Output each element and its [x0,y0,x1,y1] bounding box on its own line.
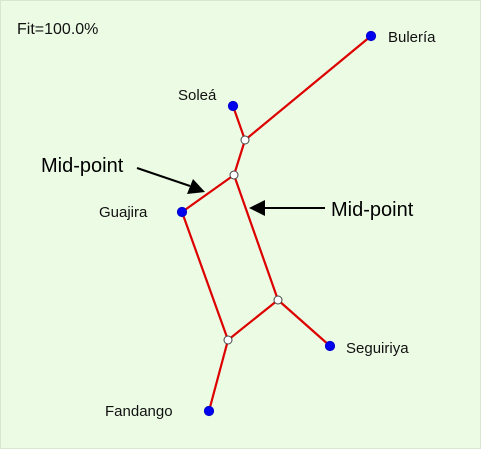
internal-node-upper [240,135,250,145]
midpoint-right-arrowhead [249,200,265,216]
edge-upper-connector [232,138,247,177]
taxon-node-fandango [203,405,215,417]
taxon-labels: Bulería Soleá Guajira Seguiriya Fandango [99,29,436,420]
taxon-label-solea: Soleá [178,87,217,104]
internal-node-midpoint-right [273,295,283,305]
taxon-label-buleria: Bulería [388,29,436,46]
midpoint-left-label: Mid-point [41,155,124,177]
taxon-node-buleria [365,30,377,42]
edge-lower-connector [226,298,280,342]
taxon-nodes [176,30,377,417]
edge-solea-branch [231,104,247,142]
edge-guajira-connector [180,173,236,214]
taxon-label-guajira: Guajira [99,204,148,221]
taxon-node-guajira [176,206,188,218]
taxon-node-seguiriya [324,340,336,352]
edge-left-split [180,210,230,342]
internal-nodes [223,135,283,345]
midpoint-left-arrowhead [187,179,205,194]
taxon-label-seguiriya: Seguiriya [346,340,409,357]
midpoint-right-label: Mid-point [331,199,414,221]
network-edges [180,34,373,413]
midpoint-left-arrow-shaft [136,167,191,187]
edge-seguiriya-branch [276,298,332,348]
taxon-label-fandango: Fandango [105,403,173,420]
internal-node-lower [223,335,233,345]
edge-buleria-branch [243,34,373,142]
fit-label: Fit=100.0% [17,21,98,38]
fit-label-group: Fit=100.0% [17,21,98,38]
taxon-node-solea [227,100,239,112]
midpoint-callouts: Mid-point Mid-point [41,155,414,221]
edge-right-split [232,173,280,302]
internal-node-midpoint-left [229,170,239,180]
edge-fandango-branch [207,338,230,413]
